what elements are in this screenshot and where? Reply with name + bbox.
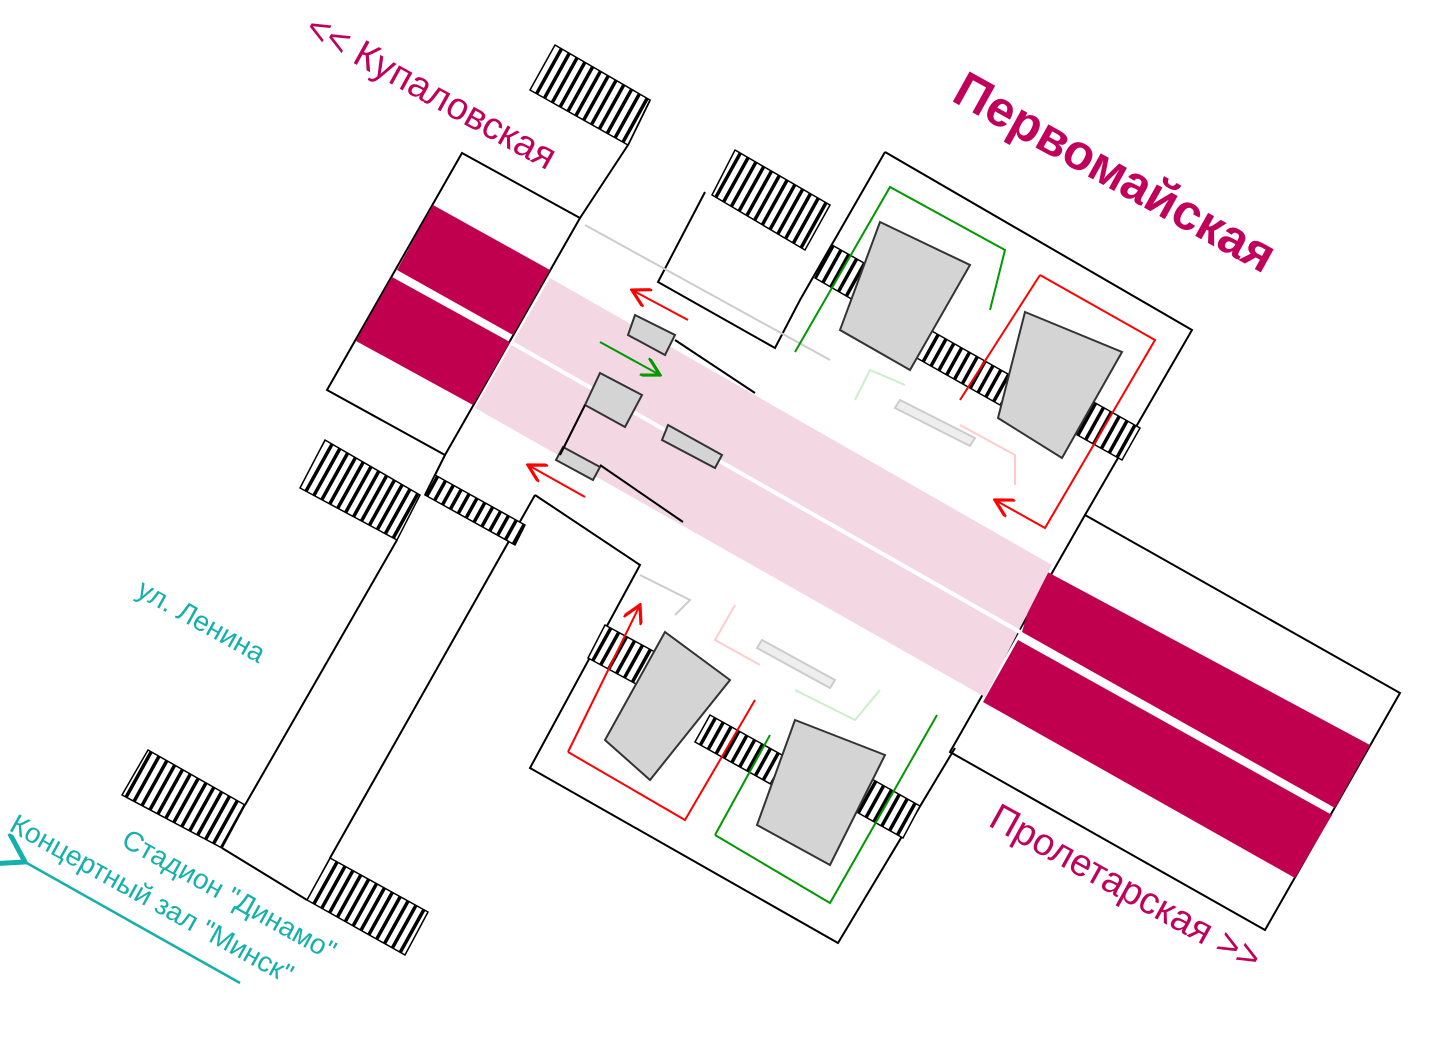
station-title: Первомайская <box>945 61 1286 284</box>
exit-routes <box>528 274 1157 822</box>
entry-routes <box>599 185 1007 905</box>
direction-left: << Купаловская <box>299 6 564 178</box>
hall-outline <box>221 99 1194 945</box>
street-label: ул. Ленина <box>132 573 271 669</box>
escalator-blocks <box>554 220 1124 867</box>
exit-direction-arrow <box>25 862 241 985</box>
track-right <box>948 513 1402 932</box>
stairs <box>120 43 1142 957</box>
track-left <box>325 151 582 457</box>
